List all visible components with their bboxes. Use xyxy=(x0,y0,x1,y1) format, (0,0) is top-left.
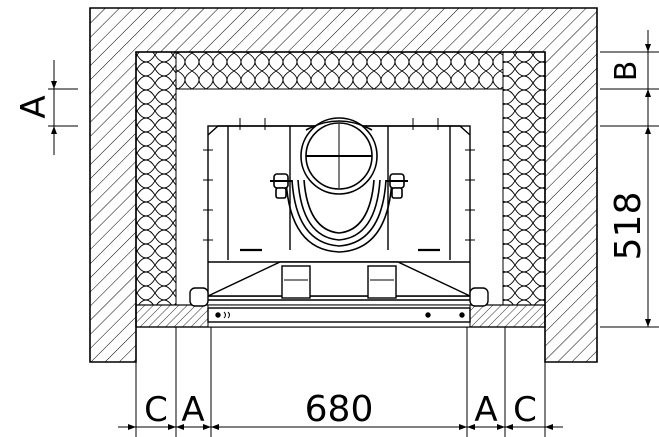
dim-label-b: B xyxy=(609,61,644,82)
flue-pipe xyxy=(270,117,408,253)
dimension-labels: C A 680 A C A B 518 xyxy=(14,61,649,430)
dim-label-a-left: A xyxy=(181,390,204,430)
dim-label-height-518: 518 xyxy=(608,192,649,261)
dim-label-a-right: A xyxy=(474,390,497,430)
dim-label-c-right: C xyxy=(513,390,537,430)
fireplace-insert xyxy=(189,118,489,323)
dimension-lines xyxy=(48,30,659,437)
dim-label-c-left: C xyxy=(144,390,168,430)
insulation-layer xyxy=(135,51,546,328)
dim-label-a-side: A xyxy=(14,95,54,118)
dim-label-width-680: 680 xyxy=(305,389,374,430)
